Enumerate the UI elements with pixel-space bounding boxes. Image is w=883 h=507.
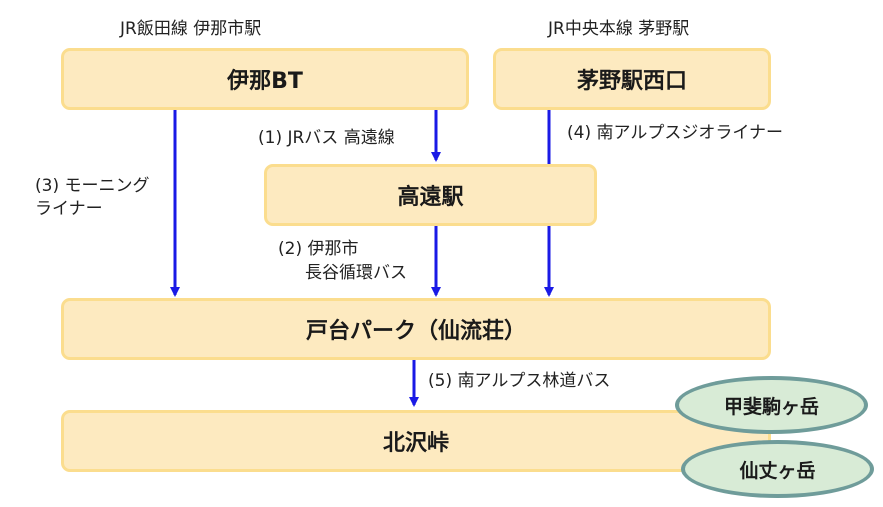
kaikoma-label: 甲斐駒ヶ岳	[723, 395, 819, 418]
chino-west-node: 茅野駅西口	[493, 48, 771, 110]
kitazawa-label: 北沢峠	[382, 431, 449, 456]
kitazawa-node: 北沢峠	[61, 410, 771, 472]
iida-line-caption: JR飯田線 伊那市駅	[120, 19, 262, 39]
route-3-label-line1: (3) モーニング	[35, 176, 150, 196]
route-5-label: (5) 南アルプス林道バス	[428, 371, 611, 391]
ina-bt-node: 伊那BT	[61, 48, 469, 110]
route-1-label: (1) JRバス 高遠線	[258, 128, 395, 148]
chino-west-label: 茅野駅西口	[576, 69, 687, 94]
route-3-label-line2: ライナー	[35, 199, 103, 219]
todai-park-node: 戸台パーク（仙流荘）	[61, 298, 771, 360]
todai-park-label: 戸台パーク（仙流荘）	[305, 319, 526, 344]
senjo-peak: 仙丈ヶ岳	[681, 440, 874, 498]
takato-label: 高遠駅	[397, 185, 464, 210]
takato-node: 高遠駅	[264, 164, 597, 226]
chuo-line-caption: JR中央本線 茅野駅	[548, 19, 690, 39]
senjo-label: 仙丈ヶ岳	[739, 459, 816, 482]
route-2-label-line2: 長谷循環バス	[305, 263, 407, 283]
kaikoma-peak: 甲斐駒ヶ岳	[675, 376, 868, 434]
ina-bt-label: 伊那BT	[227, 69, 303, 94]
route-4-label: (4) 南アルプスジオライナー	[567, 123, 783, 143]
route-2-label-line1: (2) 伊那市	[278, 239, 359, 259]
